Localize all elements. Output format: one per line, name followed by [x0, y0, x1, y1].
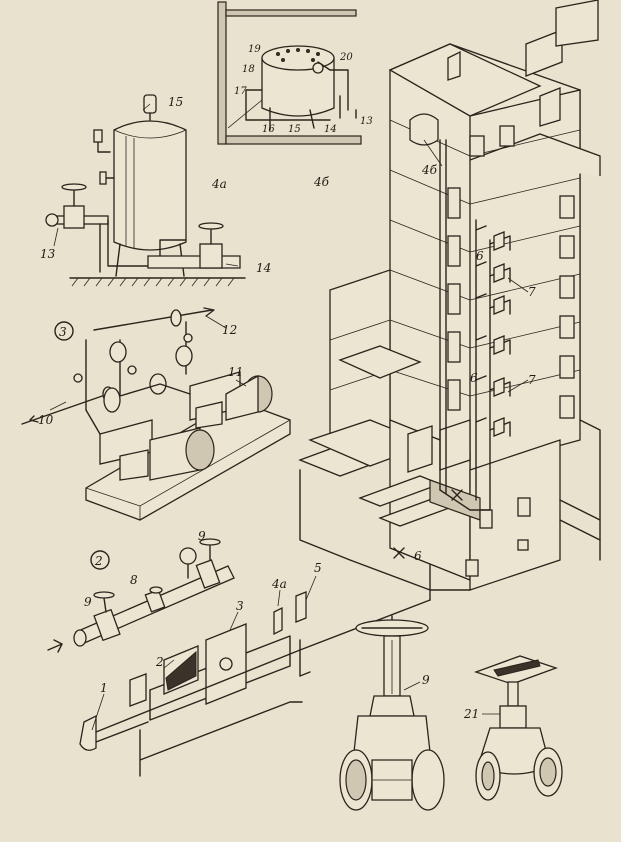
label-12: 12 [222, 323, 237, 337]
label-8: 8 [130, 573, 138, 587]
label-3: 3 [236, 599, 244, 613]
label-16: 16 [262, 124, 275, 135]
label-13-b: 13 [360, 116, 373, 127]
main-pipe-system [79, 559, 431, 777]
globe-valve-21 [474, 655, 563, 801]
label-circle-3: 3 [59, 325, 67, 339]
label-circle-2: 2 [94, 554, 103, 568]
leader-lines [49, 103, 529, 731]
label-20: 20 [339, 52, 353, 63]
label-11: 11 [228, 365, 243, 379]
label-5: 5 [314, 561, 322, 575]
label-4a-inline: 4а [271, 577, 287, 591]
label-7-lower: 7 [528, 373, 536, 387]
label-10: 10 [38, 413, 54, 427]
label-15-b: 15 [288, 124, 301, 135]
tank-4b-detail [217, 1, 362, 145]
label-14: 14 [256, 261, 271, 275]
label-9-left: 9 [84, 595, 92, 609]
label-7-upper: 7 [528, 285, 536, 299]
label-9-gate: 9 [422, 673, 430, 687]
label-4b-roof: 4б [421, 163, 438, 177]
label-9-right: 9 [198, 529, 206, 543]
label-14-b: 14 [324, 124, 337, 135]
gate-valve-9 [339, 615, 445, 811]
label-18: 18 [242, 64, 255, 75]
building [298, 0, 601, 591]
pump-station [21, 307, 291, 521]
label-6-lower: 6 [414, 549, 422, 563]
label-6-upper: 6 [476, 249, 484, 263]
label-2: 2 [155, 655, 164, 669]
valve-assembly [47, 538, 235, 653]
label-21: 21 [463, 707, 479, 721]
label-19: 19 [248, 44, 261, 55]
pressure-tank-4a [45, 94, 246, 287]
labels: 3 2 1 2 3 4а 5 6 6 6 7 7 8 9 9 9 10 11 1… [38, 44, 536, 721]
label-4b: 4б [313, 175, 330, 189]
label-13: 13 [40, 247, 56, 261]
label-17: 17 [234, 86, 247, 97]
label-1: 1 [100, 681, 108, 695]
label-4a: 4а [211, 177, 227, 191]
label-15: 15 [168, 95, 183, 109]
label-6-middle: 6 [470, 371, 478, 385]
